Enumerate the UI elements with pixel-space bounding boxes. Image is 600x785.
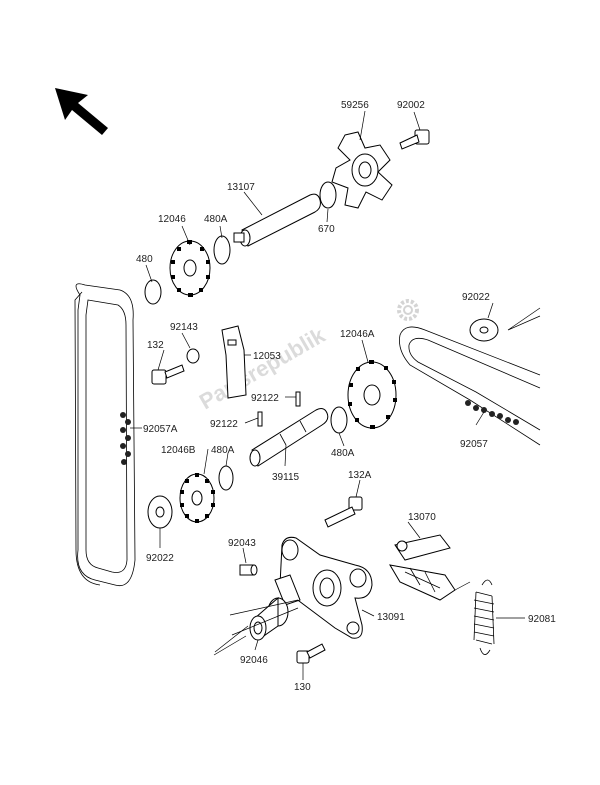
part-labels: 59256 92002 13107 670 12046 480A 480 920… — [136, 100, 556, 693]
washer-92022-right — [469, 318, 499, 342]
chain-92057A — [74, 283, 136, 587]
shaft-13107 — [233, 193, 321, 247]
label-12046: 12046 — [158, 214, 186, 225]
sprocket-12046A — [347, 360, 397, 429]
label-92057: 92057 — [460, 439, 488, 450]
label-39115: 39115 — [272, 472, 300, 483]
label-12046A: 12046A — [340, 329, 375, 340]
label-13091: 13091 — [377, 612, 405, 623]
leader-lines — [130, 110, 541, 680]
sprocket-12046 — [169, 240, 211, 297]
snap-ring-480A-right — [330, 406, 348, 434]
washer-92143 — [186, 348, 200, 364]
washer-92022-left — [147, 495, 173, 529]
label-92057A: 92057A — [143, 424, 178, 435]
snap-ring-480 — [144, 279, 162, 305]
label-13107: 13107 — [227, 182, 255, 193]
shaft-39115 — [249, 408, 329, 467]
label-12053: 12053 — [253, 351, 281, 362]
bolt-130 — [296, 643, 326, 664]
label-92002: 92002 — [397, 100, 425, 111]
bracket-13091 — [274, 536, 373, 639]
o-ring-670 — [319, 181, 337, 209]
sprocket-12046B — [179, 473, 215, 523]
collar-92043 — [239, 564, 258, 576]
label-132A: 132A — [348, 470, 372, 481]
label-480: 480 — [136, 254, 153, 265]
label-92122-b: 92122 — [210, 419, 238, 430]
label-12046B: 12046B — [161, 445, 196, 456]
spring-92081 — [473, 579, 495, 655]
tensioner-wheel-59256 — [331, 131, 393, 209]
label-92081: 92081 — [528, 614, 556, 625]
label-670: 670 — [318, 224, 335, 235]
tensioner-arm-12053 — [221, 325, 247, 399]
snap-ring-480A-top — [213, 235, 231, 265]
pin-92122-b — [257, 411, 263, 427]
label-480A-mid: 480A — [211, 445, 235, 456]
label-92122-a: 92122 — [251, 393, 279, 404]
bolt-132 — [151, 364, 185, 385]
label-92143: 92143 — [170, 322, 198, 333]
label-59256: 59256 — [341, 100, 369, 111]
front-direction-arrow-icon — [55, 88, 108, 135]
label-480A-right: 480A — [331, 448, 355, 459]
label-132: 132 — [147, 340, 164, 351]
bolt-92002 — [399, 129, 430, 150]
pin-92122-a — [295, 391, 301, 407]
label-130: 130 — [294, 682, 311, 693]
bolt-132A — [324, 496, 363, 528]
label-92022-right: 92022 — [462, 292, 490, 303]
label-92022-left: 92022 — [146, 553, 174, 564]
label-92043: 92043 — [228, 538, 256, 549]
gear-logo-icon — [397, 299, 419, 321]
slider-13070 — [389, 534, 456, 601]
label-480A-top: 480A — [204, 214, 228, 225]
bearing-92046 — [249, 596, 289, 641]
label-13070: 13070 — [408, 512, 436, 523]
chain-92057 — [399, 326, 541, 446]
label-92046: 92046 — [240, 655, 268, 666]
snap-ring-480A-mid — [218, 465, 234, 491]
